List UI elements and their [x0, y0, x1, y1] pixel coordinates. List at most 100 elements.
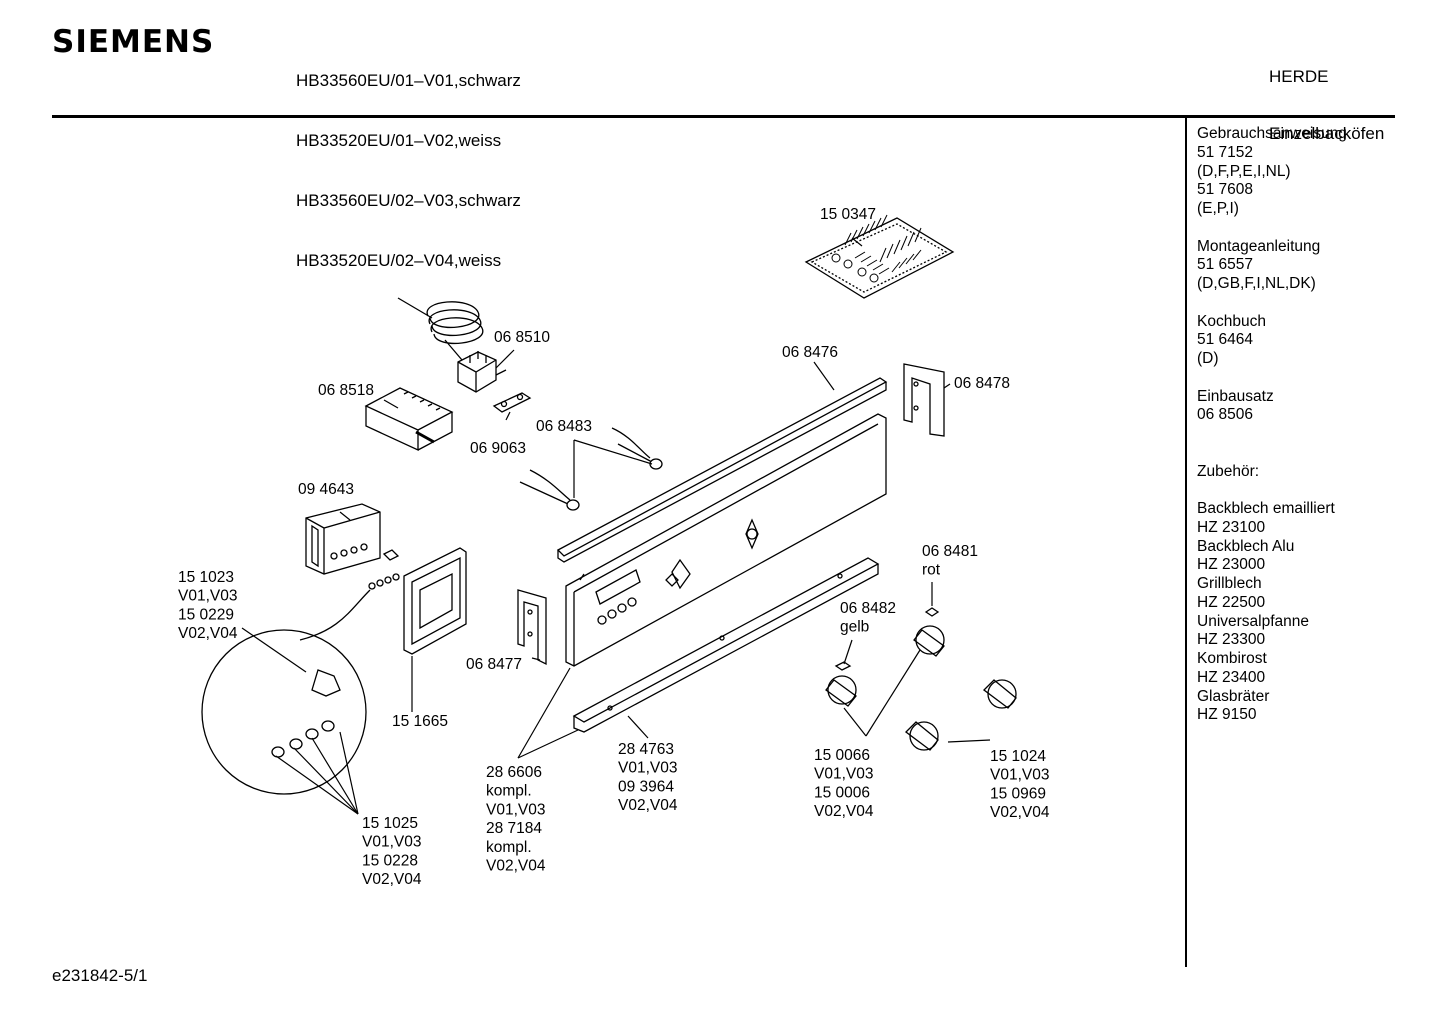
sidebar-line: Backblech emailliert [1197, 500, 1335, 517]
part-number-line: 28 7184 [486, 820, 542, 837]
category-line: HERDE [1269, 67, 1329, 86]
part-number-line: V02,V04 [990, 804, 1050, 821]
part-number-line: 28 4763 [618, 741, 674, 758]
sidebar-line: Montageanleitung [1197, 237, 1321, 255]
part-number-line: V01,V03 [486, 801, 545, 818]
sidebar-line: Backblech Alu [1197, 537, 1295, 555]
part-number-line: V01,V03 [618, 760, 677, 777]
thermostat-part [397, 297, 507, 393]
sidebar-line: Kombirost [1197, 650, 1267, 667]
part-number-line: V01,V03 [362, 834, 421, 851]
brand-logo: SIEMENS [52, 24, 215, 60]
part-number-line: 06 8482 [840, 600, 896, 617]
selector-switch-part [364, 387, 454, 452]
sidebar-line [1197, 219, 1347, 238]
part-number-label: 06 8478 [954, 375, 1010, 392]
knob-part [825, 607, 1017, 751]
sidebar-line: 51 6557 [1197, 256, 1254, 274]
sidebar-line: 51 7608 [1197, 181, 1254, 199]
part-number-line: 15 1023 [178, 569, 234, 586]
part-number-line: kompl. [486, 839, 532, 856]
sidebar-line: Kochbuch [1197, 312, 1266, 330]
sidebar-line [1197, 294, 1347, 313]
sidebar-line: (D) [1197, 350, 1219, 367]
part-number-line: 15 0229 [178, 606, 234, 623]
part-number-line: V01,V03 [178, 588, 237, 605]
header-divider [52, 115, 1395, 118]
part-number-label: 06 8510 [494, 329, 550, 346]
part-number-line: V02,V04 [618, 797, 678, 814]
sidebar-line: 51 6464 [1197, 331, 1254, 349]
part-number-label: 06 8481 rot [922, 543, 978, 579]
sidebar-line [1197, 444, 1347, 463]
model-list: HB33560EU/01–V01,schwarz HB33520EU/01–V0… [296, 31, 521, 291]
detail-callout-circle [201, 589, 371, 795]
part-number-line: kompl. [486, 783, 532, 800]
sidebar-divider [1185, 117, 1187, 967]
sidebar-line: HZ 23100 [1197, 518, 1266, 536]
mounting-frame-part [403, 547, 467, 655]
part-labels: 15 0347 06 8510 06 8476 06 8478 06 8518 06 84… [178, 206, 1050, 888]
sidebar-line [1197, 425, 1347, 444]
part-number-line: 15 0006 [814, 784, 870, 801]
sidebar-line: (D,GB,F,I,NL,DK) [1197, 275, 1316, 292]
part-number-line: 06 9063 [470, 440, 526, 457]
sidebar-line: 06 8506 [1197, 406, 1254, 424]
control-panel-part [565, 413, 887, 667]
category-line: Einzelbacköfen [1269, 124, 1385, 143]
sidebar-line: Grillblech [1197, 575, 1262, 592]
indicator-lamp-part [519, 427, 663, 511]
part-number-line: V01,V03 [990, 767, 1049, 784]
timer-module-part [305, 503, 400, 590]
part-number-line: 06 8476 [782, 344, 838, 361]
part-number-label: 09 4643 [298, 481, 354, 498]
part-number-label: 06 8518 [318, 382, 374, 399]
leader-lines [241, 237, 991, 815]
part-number-line: 15 1025 [362, 815, 418, 832]
right-bracket-part [903, 363, 945, 437]
part-number-label: 15 0347 [820, 206, 876, 223]
part-number-label: 15 1665 [392, 713, 448, 730]
sidebar-line [1197, 481, 1347, 500]
part-number-line: 15 1665 [392, 713, 448, 730]
part-number-label: 06 8483 [536, 418, 592, 435]
part-number-line: rot [922, 562, 941, 579]
part-number-line: V02,V04 [814, 803, 874, 820]
part-number-label: 06 9063 [470, 440, 526, 457]
part-number-line: V02,V04 [486, 858, 546, 875]
sidebar-line: Einbausatz [1197, 387, 1274, 405]
part-number-label: 06 8477 [466, 656, 522, 673]
part-number-line: 09 4643 [298, 481, 354, 498]
screw-bag-part [804, 214, 955, 299]
part-number-line: V01,V03 [814, 766, 873, 783]
model-line: HB33560EU/01–V01,schwarz [296, 71, 521, 90]
part-number-line: 28 6606 [486, 764, 542, 781]
sidebar-line: HZ 23000 [1197, 556, 1266, 574]
sidebar-line: Universalpfanne [1197, 612, 1310, 630]
gasket-part [492, 392, 532, 413]
sidebar-line: (D,F,P,E,I,NL) [1197, 162, 1291, 180]
sidebar-line: (E,P,I) [1197, 200, 1239, 217]
part-number-line: 06 8518 [318, 382, 374, 399]
sidebar-line: HZ 23400 [1197, 668, 1266, 686]
part-number-label: 06 8476 [782, 344, 838, 361]
part-number-line: 06 8481 [922, 543, 978, 560]
sidebar-line: HZ 23300 [1197, 631, 1266, 649]
part-number-line: 09 3964 [618, 778, 674, 795]
sidebar-line: HZ 22500 [1197, 593, 1266, 611]
sidebar-line: 51 7152 [1197, 143, 1254, 161]
exploded-parts-diagram: 15 0347 06 8510 06 8476 06 8478 06 8518 06 84… [178, 206, 1050, 888]
part-number-line: 06 8483 [536, 418, 592, 435]
part-number-line: 15 1024 [990, 748, 1046, 765]
part-number-line: V02,V04 [178, 625, 238, 642]
model-line: HB33520EU/02–V04,weiss [296, 251, 502, 270]
left-bracket-part [517, 589, 547, 666]
top-trim-strip-part [556, 377, 888, 563]
